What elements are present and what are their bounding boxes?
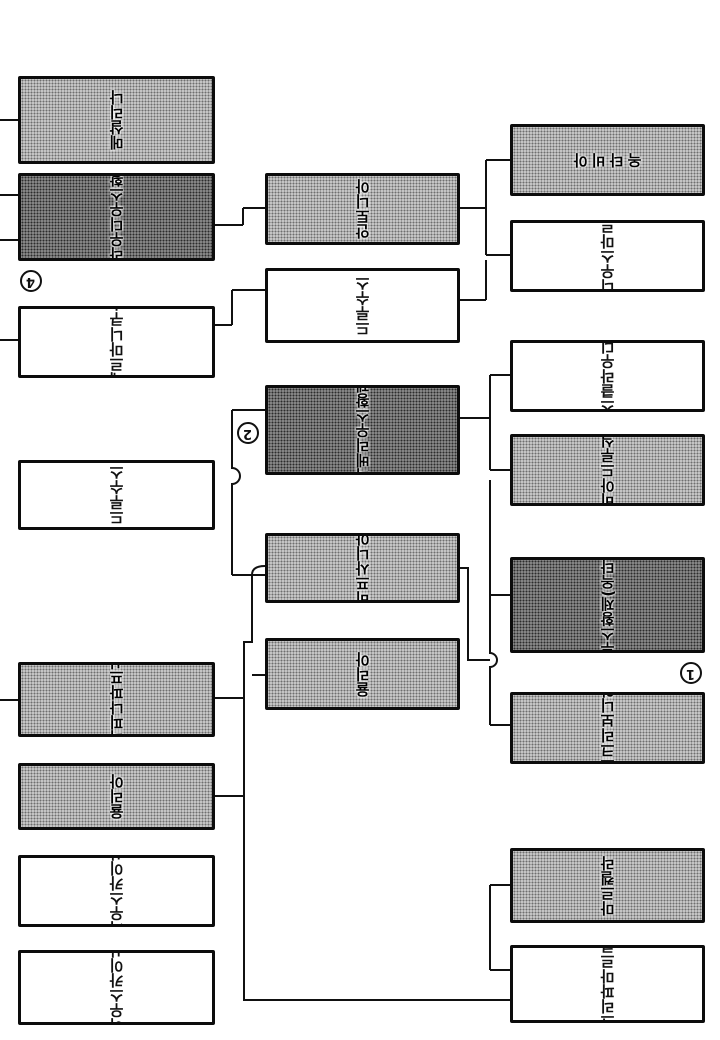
person-antonia-label: 안토니아 xyxy=(353,179,372,239)
person-gaius-caesar-label: 가이우스 카이사르 xyxy=(107,950,126,1025)
person-tiberius-claudius-nero-label: 티베리우스 클라우디 우스 네로 xyxy=(598,340,617,409)
person-meshalina-label: 메살리나 xyxy=(107,90,126,150)
person-antonius: 안토니우스 마르쿠스 xyxy=(510,220,705,292)
person-marcella: 마르켈라 xyxy=(510,848,705,923)
person-antonius-label: 안토니우스 마르쿠스 xyxy=(598,223,617,292)
person-augustus: 아우구스투스 황제 (옥타비아누스) xyxy=(510,557,705,653)
person-vipsania-label: 비프 사니아 xyxy=(353,533,372,603)
person-claudius-label: 클라우디우스 황제 xyxy=(107,176,126,261)
person-tiberius-claudius-nero: 티베리우스 클라우디 우스 네로 xyxy=(510,340,705,412)
person-octavia: 옥 타 비 아 xyxy=(510,124,705,196)
person-julia-left: 율리아 xyxy=(18,763,215,830)
marker-4: 4 xyxy=(20,270,42,292)
person-claudius: 클라우디우스 황제 xyxy=(18,173,215,261)
person-germanicus-label: 게르마니 쿠스 xyxy=(107,306,126,378)
person-livia-drusilla-label: 리비아 드루실라 xyxy=(598,434,617,506)
person-drusus-mid-label: 드루수스 xyxy=(353,275,372,336)
person-agrippina-papsinia: 아그리피나 파프시니아 xyxy=(18,662,215,737)
person-germanicus: 게르마니 쿠스 xyxy=(18,306,215,378)
person-drusus-left: 드루수스 xyxy=(18,460,215,530)
person-julia-left-label: 율리아 xyxy=(107,774,126,819)
person-gaius-caesar: 가이우스 카이사르 xyxy=(18,950,215,1025)
person-tiberius: 티베리우스 황제 xyxy=(265,385,460,475)
person-julia-mid-label: 율리아 xyxy=(353,651,372,697)
person-antonia: 안토니아 xyxy=(265,173,460,245)
marker-1: 1 xyxy=(680,662,702,684)
person-augustus-label: 아우구스투스 황제 (옥타비아누스) xyxy=(598,560,617,650)
marker-2: 2 xyxy=(237,422,259,444)
person-octavia-label: 옥 타 비 아 xyxy=(571,152,644,168)
person-meshalina: 메살리나 xyxy=(18,76,215,164)
person-scribonia: 스크리 보니아 xyxy=(510,692,705,764)
person-drusus-left-label: 드루수스 xyxy=(107,465,126,525)
person-tiberius-label: 티베리우스 황제 xyxy=(353,385,372,475)
person-agrippa: 아그리파 마르쿠스 xyxy=(510,945,705,1023)
person-agrippina-papsinia-label: 아그리피나 파프시니아 xyxy=(107,662,126,737)
person-julia-mid: 율리아 xyxy=(265,638,460,710)
person-livia-drusilla: 리비아 드루실라 xyxy=(510,434,705,506)
person-agrippa-label: 아그리파 마르쿠스 xyxy=(598,945,617,1023)
person-lucius-caesar-label: 루키우스 카이사르 xyxy=(107,855,126,927)
person-drusus-mid: 드루수스 xyxy=(265,268,460,343)
person-marcella-label: 마르켈라 xyxy=(598,855,617,916)
person-lucius-caesar: 루키우스 카이사르 xyxy=(18,855,215,927)
person-scribonia-label: 스크리 보니아 xyxy=(598,692,617,764)
person-vipsania: 비프 사니아 xyxy=(265,533,460,603)
